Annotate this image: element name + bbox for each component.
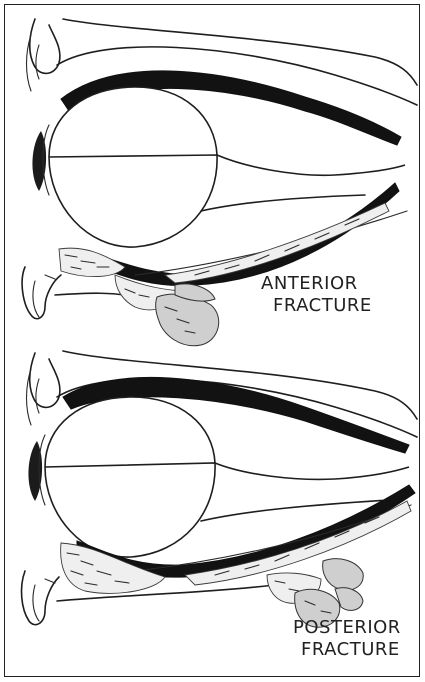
optic-nerve-lower-line xyxy=(201,195,365,211)
forehead-bone-outline xyxy=(30,19,60,73)
panel-anterior-fracture: ANTERIOR FRACTURE xyxy=(22,19,417,346)
anterior-fracture-label-line2: FRACTURE xyxy=(273,295,372,316)
orbital-rim-bone xyxy=(22,267,61,319)
forehead-bone-outline-2 xyxy=(30,353,60,407)
orbit-fracture-diagram: ANTERIOR FRACTURE xyxy=(5,5,420,677)
posterior-fracture-label-line1: POSTERIOR xyxy=(293,617,401,638)
posterior-fracture-label-line2: FRACTURE xyxy=(301,639,400,660)
figure-frame: ANTERIOR FRACTURE xyxy=(4,4,420,677)
orbital-rim-bone-2 xyxy=(22,571,59,625)
panel-posterior-fracture: POSTERIOR FRACTURE xyxy=(22,351,417,660)
anterior-fracture-label-line1: ANTERIOR xyxy=(261,273,358,294)
herniated-orbital-contents xyxy=(115,275,219,346)
